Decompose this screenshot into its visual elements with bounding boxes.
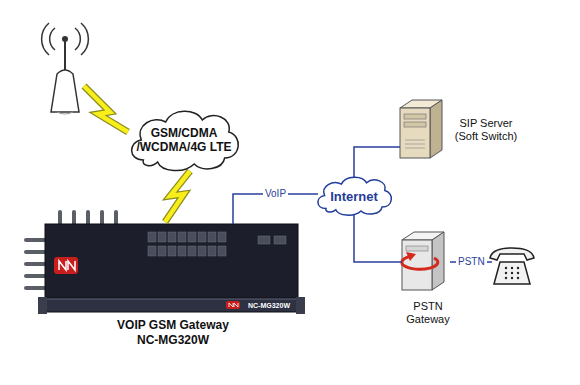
radio-bolt bbox=[84, 86, 128, 132]
network-cloud: GSM/CDMA /WCDMA/4G LTE bbox=[123, 100, 245, 175]
pstn-gateway-node: PSTN Gateway bbox=[398, 232, 458, 328]
server-node: SIP Server (Soft Switch) bbox=[396, 100, 530, 160]
node-text: Internet bbox=[330, 189, 378, 204]
node-text: PSTN Gateway bbox=[402, 300, 454, 326]
cell-tower bbox=[42, 23, 89, 114]
node-text: SIP Server (Soft Switch) bbox=[450, 117, 522, 143]
edge-label: VoIP bbox=[263, 188, 288, 200]
network-line bbox=[354, 147, 400, 177]
pstn-gateway-icon bbox=[402, 232, 444, 290]
node-text: GSM/CDMA /WCDMA/4G LTE bbox=[135, 126, 233, 154]
radio-bolt bbox=[165, 171, 190, 222]
gateway-device bbox=[26, 212, 305, 314]
node-text: VOIP GSM Gateway NC-MG320W bbox=[111, 318, 236, 348]
line-label: PSTN bbox=[456, 256, 487, 268]
telephone-icon bbox=[490, 248, 534, 284]
internet-cloud: Internet bbox=[312, 170, 396, 218]
server-icon bbox=[400, 100, 442, 158]
model-label: NC-MG320W bbox=[248, 301, 290, 310]
gateway-node: VOIP GSM Gateway NC-MG320W bbox=[40, 222, 306, 350]
network-line bbox=[354, 213, 402, 262]
